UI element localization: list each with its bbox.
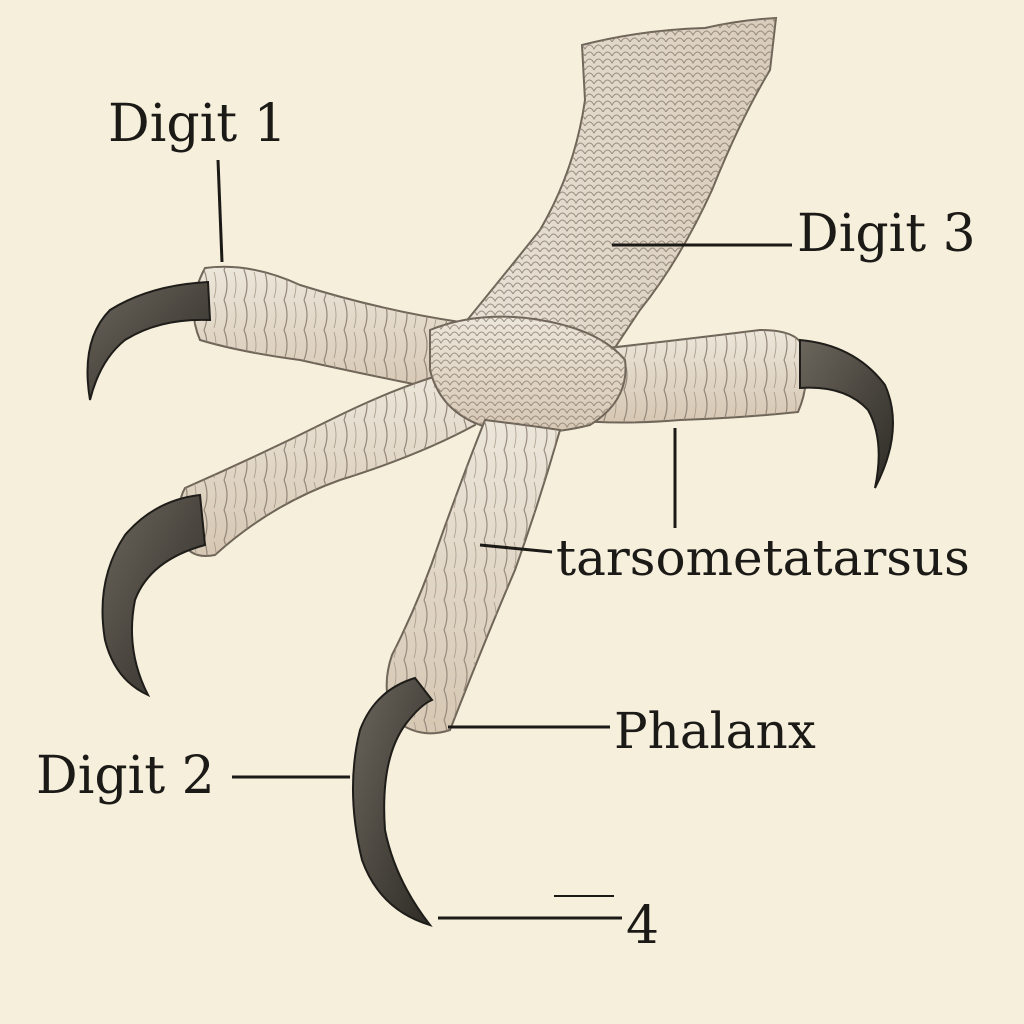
digit-1-toe bbox=[192, 265, 472, 397]
leader-digit-1 bbox=[216, 159, 224, 263]
lower-left-toe bbox=[178, 373, 477, 557]
label-four: 4 bbox=[626, 896, 660, 956]
label-digit-1: Digit 1 bbox=[108, 94, 287, 154]
leader-lines bbox=[216, 159, 792, 920]
upper-leg bbox=[453, 16, 778, 357]
lower-toe bbox=[385, 418, 562, 735]
label-phalanx: Phalanx bbox=[614, 702, 816, 760]
label-digit-2: Digit 2 bbox=[36, 746, 215, 806]
leader-tarsometatarsus bbox=[479, 543, 553, 554]
talon-lower-left bbox=[101, 493, 207, 698]
talon-digit-3 bbox=[799, 338, 894, 489]
foot-junction bbox=[429, 315, 627, 434]
digit-3-toe bbox=[568, 328, 808, 424]
label-digit-3: Digit 3 bbox=[797, 204, 976, 264]
talon-digit-2 bbox=[352, 676, 434, 927]
talon-digit-1 bbox=[86, 280, 212, 401]
label-tarsometatarsus: tarsometatarsus bbox=[556, 529, 970, 587]
